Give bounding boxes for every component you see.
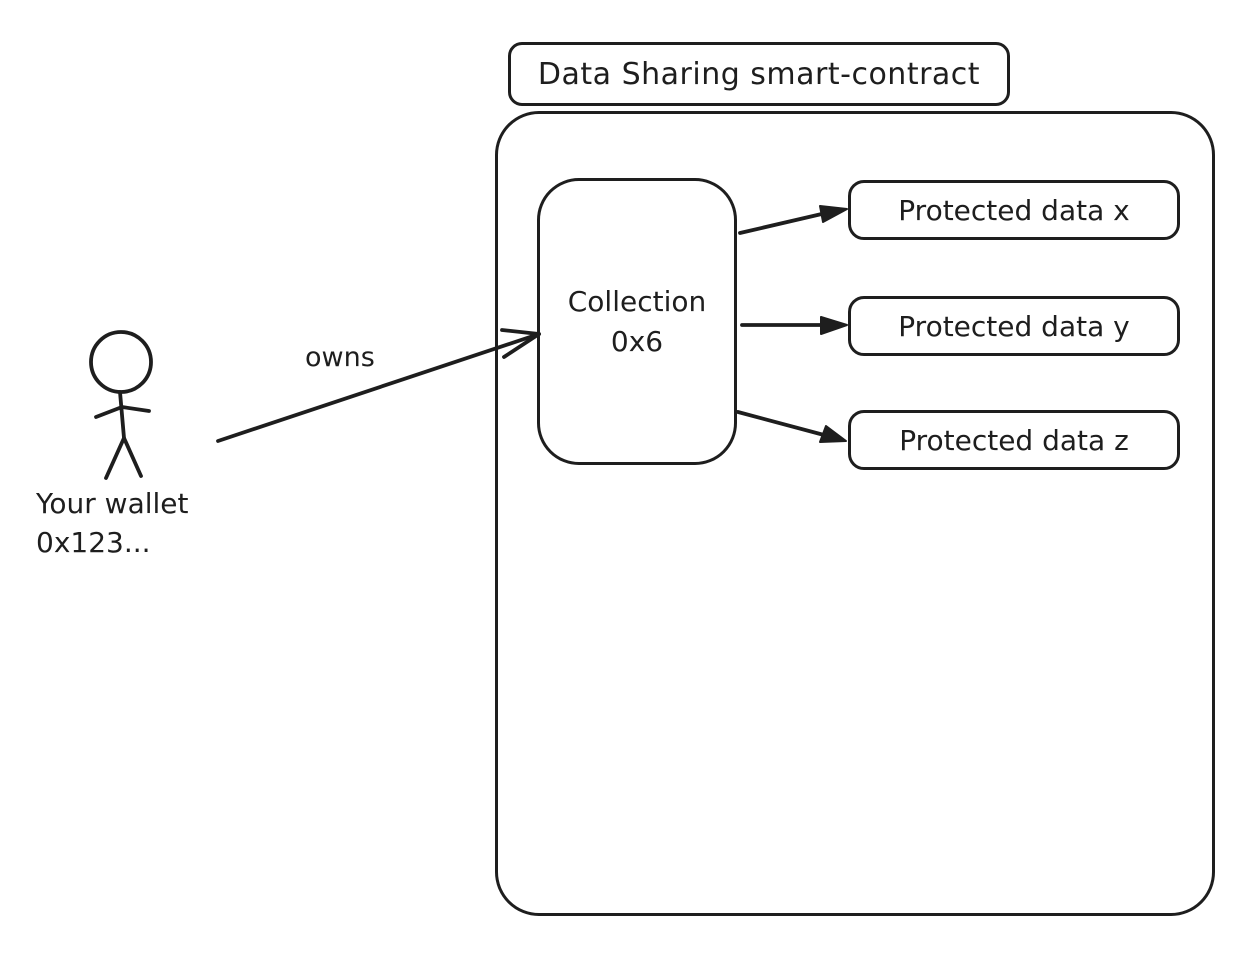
protected-data-z-box: Protected data z (848, 410, 1180, 470)
collection-label-line1: Collection (567, 284, 707, 318)
protected-data-y-box: Protected data y (848, 296, 1180, 356)
actor-wallet-label: Your wallet 0x123... (36, 484, 189, 562)
collection-box: Collection 0x6 (537, 178, 737, 465)
smart-contract-container-box (495, 111, 1215, 916)
owns-arrow-label: owns (305, 342, 375, 373)
protected-data-z-label: Protected data z (899, 423, 1129, 457)
stick-figure-head (89, 330, 153, 394)
stick-figure-legs (104, 436, 143, 480)
owns-arrow-shaft (216, 332, 541, 443)
protected-data-x-box: Protected data x (848, 180, 1180, 240)
actor-wallet-label-line1: Your wallet (36, 487, 189, 520)
owns-arrow (216, 328, 541, 443)
protected-data-x-label: Protected data x (898, 193, 1130, 227)
stick-figure-body (118, 390, 126, 440)
actor-wallet-label-line2: 0x123... (36, 526, 151, 559)
smart-contract-title-box: Data Sharing smart-contract (508, 42, 1010, 106)
collection-label-line2: 0x6 (610, 324, 664, 358)
collection-label: Collection 0x6 (568, 282, 707, 362)
smart-contract-title: Data Sharing smart-contract (537, 56, 981, 92)
stick-figure-icon (89, 330, 153, 480)
protected-data-y-label: Protected data y (898, 309, 1130, 343)
stick-figure-arms (94, 405, 151, 419)
